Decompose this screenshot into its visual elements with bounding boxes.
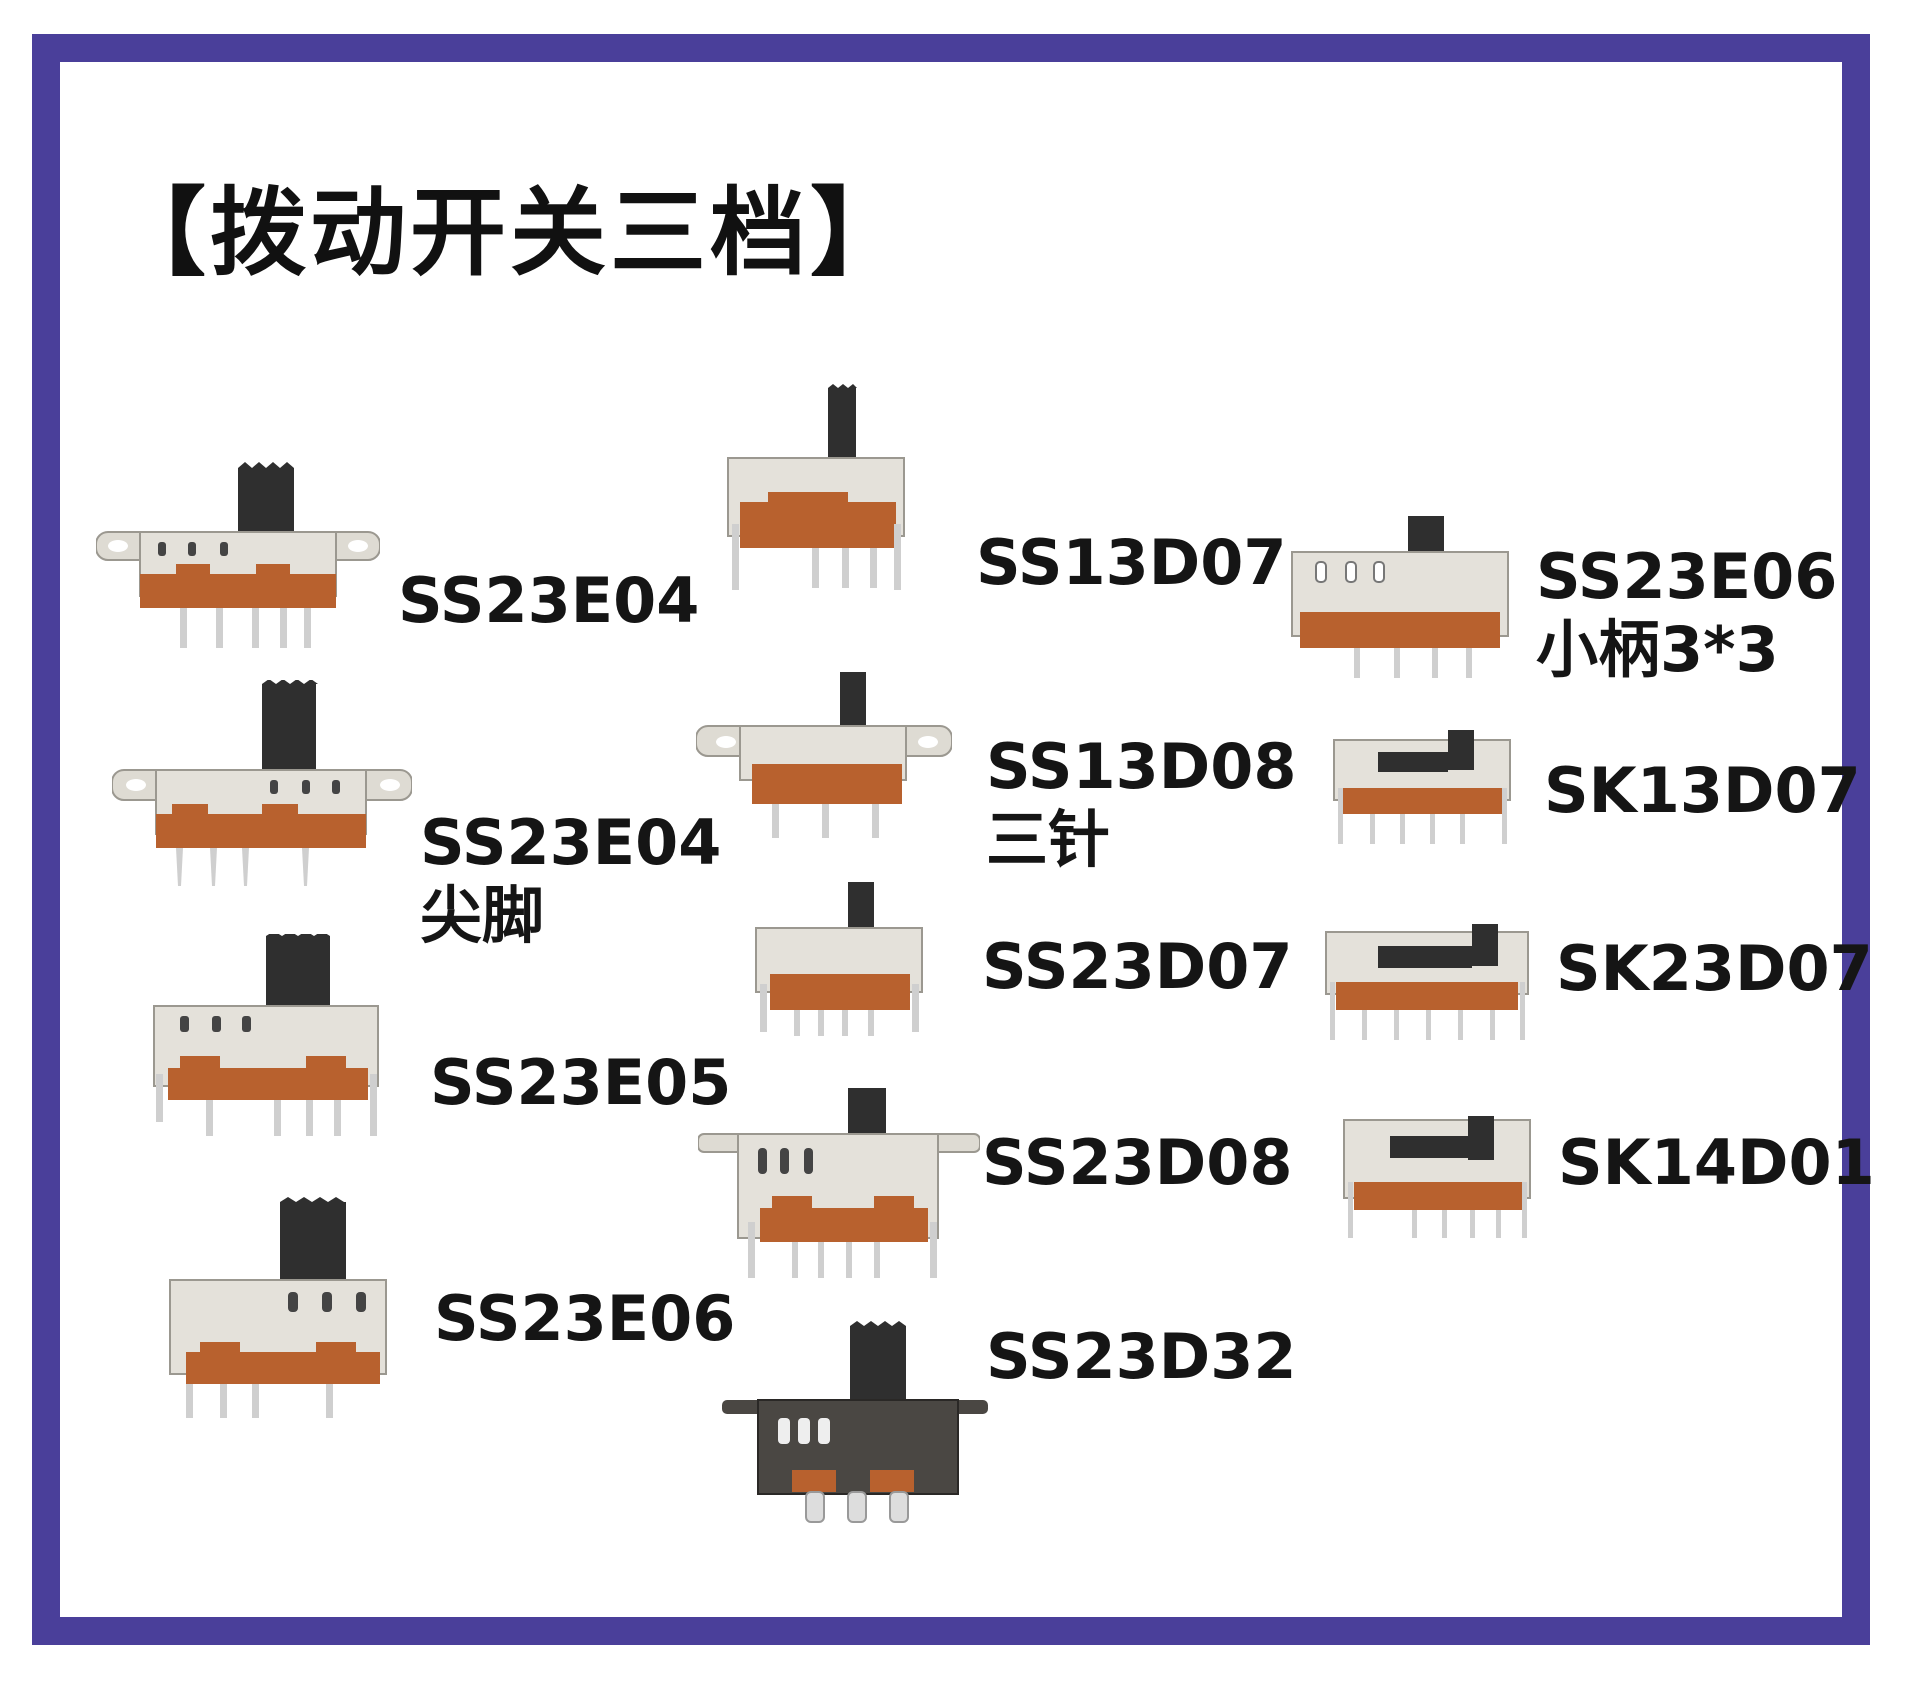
model-label-ss23e06: SS23E06 [434, 1282, 736, 1355]
model-label-ss23d32: SS23D32 [986, 1320, 1297, 1393]
switch-sk13d07-image [1333, 730, 1511, 844]
switch-ss13d07-image [727, 384, 905, 590]
page-title: 【拨动开关三档】 [110, 177, 910, 289]
switch-ss23d08-image [698, 1088, 980, 1278]
switch-ss23e04-pointed-image [112, 680, 412, 886]
model-label-ss13d07: SS13D07 [976, 526, 1287, 599]
variant-note: 小柄3*3 [1536, 613, 1779, 687]
switch-ss23d07-image [755, 882, 923, 1036]
variant-note: 尖脚 [420, 879, 545, 953]
switch-ss23e05-image [153, 934, 379, 1136]
switch-ss23e04-image [96, 462, 380, 648]
variant-note: 三针 [986, 803, 1111, 877]
model-label-ss23e04: SS23E04 [398, 564, 700, 637]
switch-sk23d07-image [1325, 924, 1529, 1040]
model-label-ss13d08: SS13D08 三针 [986, 730, 1297, 877]
model-label-sk13d07: SK13D07 [1544, 754, 1861, 827]
switch-sk14d01-image [1343, 1116, 1531, 1238]
model-label-ss23e06-small-handle: SS23E06 小柄3*3 [1536, 540, 1838, 687]
model-label-ss23d07: SS23D07 [982, 930, 1293, 1003]
model-label-sk23d07: SK23D07 [1556, 932, 1873, 1005]
switch-ss23d32-image [722, 1321, 988, 1523]
model-label-ss23e05: SS23E05 [430, 1046, 732, 1119]
switch-ss23e06-small-handle-image [1291, 516, 1509, 678]
model-label-sk14d01: SK14D01 [1558, 1126, 1875, 1199]
model-label-ss23e04-pointed: SS23E04 尖脚 [420, 806, 722, 953]
switch-ss13d08-image [696, 672, 952, 838]
model-label-ss23d08: SS23D08 [982, 1126, 1293, 1199]
switch-ss23e06-image [169, 1197, 387, 1418]
